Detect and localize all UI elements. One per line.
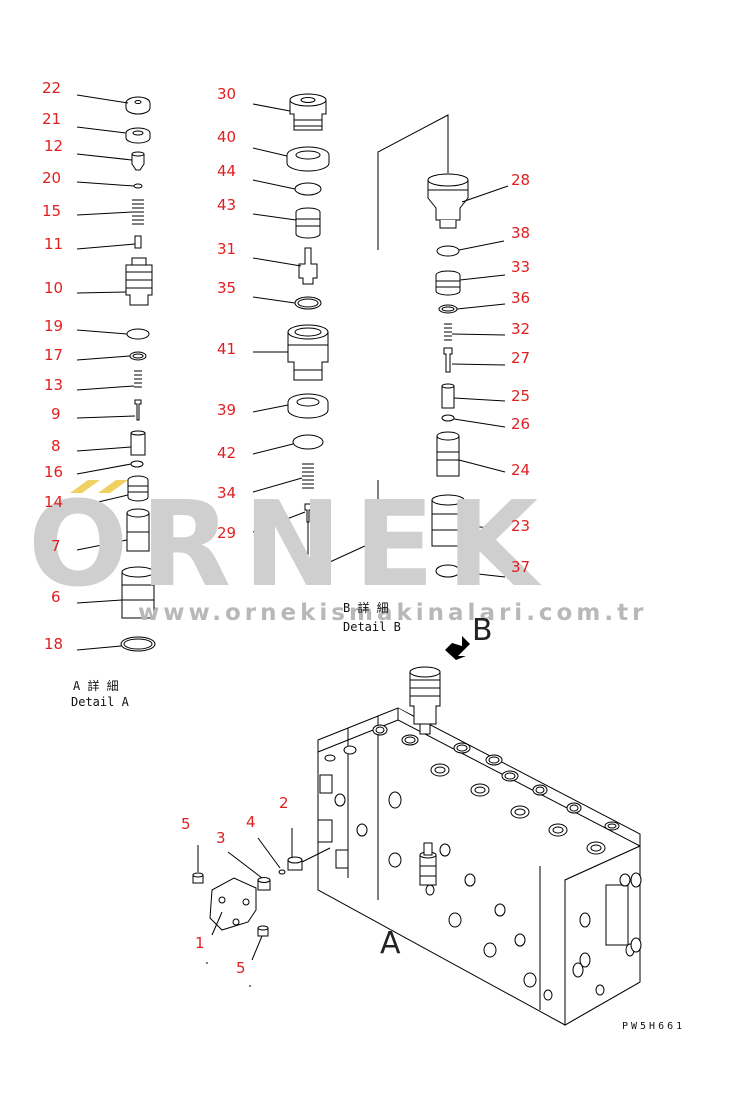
callout-23: 23	[511, 517, 531, 535]
callout-4: 4	[246, 813, 256, 831]
callout-27: 27	[511, 349, 531, 367]
relief-valve-b-installed	[409, 666, 441, 735]
callout-13: 13	[44, 376, 64, 394]
callout-2: 2	[279, 794, 289, 812]
callout-38: 38	[511, 224, 531, 242]
valve-block	[317, 707, 642, 1026]
callout-37: 37	[511, 558, 531, 576]
view-arrow-b	[445, 636, 470, 660]
callout-10: 10	[44, 279, 64, 297]
callout-34: 34	[217, 484, 237, 502]
callout-9: 9	[51, 405, 61, 423]
callout-36: 36	[511, 289, 531, 307]
detail-b-parts	[427, 173, 469, 578]
callout-29: 29	[217, 524, 237, 542]
detail-b-leaders	[451, 185, 509, 578]
detail-b-caption-en: Detail B	[343, 620, 401, 634]
detail-a-caption-jp: A 詳 細	[73, 679, 119, 693]
callout-6: 6	[51, 588, 61, 606]
callout-8: 8	[51, 437, 61, 455]
callout-5-upper: 5	[181, 815, 191, 833]
callout-3: 3	[216, 829, 226, 847]
callout-17: 17	[44, 346, 64, 364]
callout-16: 16	[44, 463, 64, 481]
callout-20: 20	[42, 169, 62, 187]
callout-19: 19	[44, 317, 64, 335]
callout-26: 26	[511, 415, 531, 433]
callout-42: 42	[217, 444, 237, 462]
watermark-logo	[70, 480, 128, 493]
view-letter-b: B	[472, 613, 493, 648]
detail-b-caption-jp: B 詳 細	[343, 601, 389, 615]
callout-39: 39	[217, 401, 237, 419]
detail-mid-leaders	[252, 103, 306, 533]
callout-28: 28	[511, 171, 531, 189]
watermark-brand: ORNEK	[28, 475, 550, 613]
callout-32: 32	[511, 320, 531, 338]
callout-25: 25	[511, 387, 531, 405]
callout-30: 30	[217, 85, 237, 103]
cover-assembly-parts	[192, 847, 331, 937]
callout-40: 40	[217, 128, 237, 146]
drawing-code: PW5H661	[622, 1021, 686, 1032]
callout-43: 43	[217, 196, 237, 214]
callout-21: 21	[42, 110, 62, 128]
watermark-url: www.ornekismakinalari.com.tr	[138, 600, 648, 626]
callout-31: 31	[217, 240, 237, 258]
callout-1: 1	[195, 934, 205, 952]
callout-33: 33	[511, 258, 531, 276]
callout-14: 14	[44, 493, 64, 511]
callout-35: 35	[217, 279, 237, 297]
callout-7: 7	[51, 537, 61, 555]
detail-a-leaders	[76, 94, 136, 651]
callout-15: 15	[42, 202, 62, 220]
callout-18: 18	[44, 635, 64, 653]
callout-41: 41	[217, 340, 237, 358]
callout-44: 44	[217, 162, 237, 180]
assembly-leaders	[197, 828, 293, 987]
callout-12: 12	[44, 137, 64, 155]
view-letter-a: A	[380, 926, 401, 961]
detail-b-bracket	[307, 114, 449, 573]
detail-mid-parts	[286, 93, 330, 523]
detail-a-caption-en: Detail A	[71, 695, 129, 709]
relief-valve-a-installed	[419, 842, 437, 886]
callout-22: 22	[42, 79, 62, 97]
callout-24: 24	[511, 461, 531, 479]
callout-5-lower: 5	[236, 959, 246, 977]
callout-11: 11	[44, 235, 64, 253]
